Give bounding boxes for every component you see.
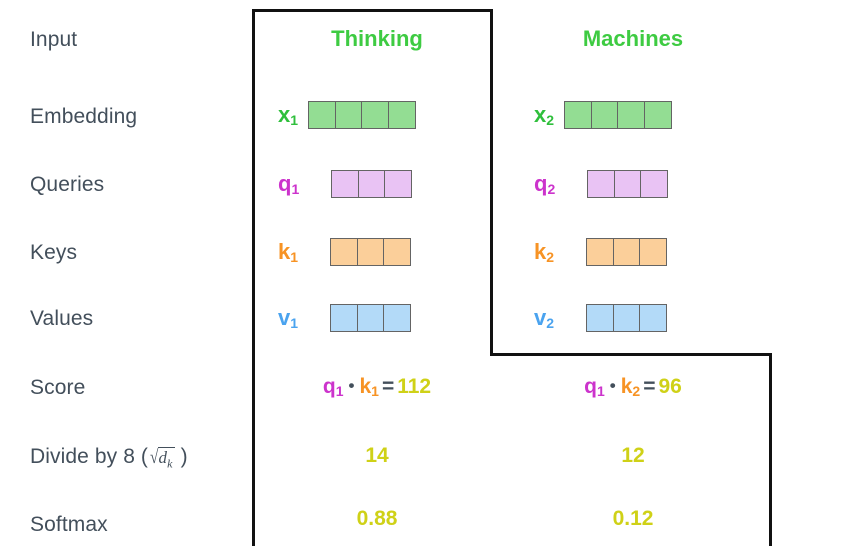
row-label-score: Score [30,376,86,399]
vector-label-q1: q1 [278,171,300,197]
softmax-value-column2: 0.12 [612,507,654,530]
vector-cell [639,304,668,332]
score-right-operand: k2 [620,375,641,399]
vector-cell [330,238,359,266]
row-label-input: Input [30,28,78,51]
value-cells-v2 [586,304,668,332]
divide-label-suffix: ) [180,445,188,468]
divided-value-column1: 14 [365,444,389,467]
divide-label-prefix: Divide by 8 ( [30,445,149,468]
embedding-cells-x1 [308,101,416,129]
vector-cell [612,304,641,332]
score-result-value: 112 [397,375,432,398]
radicand-subscript: k [167,456,173,471]
embedding-vector-x1: x1 [278,100,416,130]
vector-cell [586,304,615,332]
vector-cell [586,238,615,266]
score-left-operand: q1 [322,375,344,399]
vector-cell [384,170,413,198]
row-label-queries: Queries [30,173,105,196]
vector-cell [383,238,412,266]
score-right-operand: k1 [359,375,379,399]
vector-cell [356,304,385,332]
frame-middle-step-border [490,353,772,356]
column-heading-thinking: Thinking [331,26,423,51]
sqrt-dk-expression: √dk [148,447,175,469]
radicand-base: d [158,448,168,467]
vector-cell [564,101,593,129]
dot-product-operator-icon: • [348,376,355,395]
vector-cell [640,170,669,198]
vector-label-k2: k2 [534,239,555,265]
vector-label-k1: k1 [278,239,299,265]
value-vector-v1: v1 [278,303,412,333]
vector-cell [617,101,646,129]
vector-cell [587,170,616,198]
softmax-value-column1: 0.88 [356,507,398,530]
row-label-keys: Keys [30,241,78,264]
vector-label-v1: v1 [278,305,299,331]
vector-cell [613,170,642,198]
score-expression-column2: q1•k2=96 [548,375,718,399]
sqrt-symbol-icon: √ [150,447,159,468]
embedding-cells-x2 [564,101,672,129]
frame-upper-right-border [490,9,493,356]
score-left-operand: q1 [584,375,605,399]
vector-cell [357,170,386,198]
vector-cell [612,238,641,266]
vector-cell [643,101,672,129]
value-vector-v2: v2 [534,303,668,333]
vector-label-q2: q2 [534,171,556,197]
column-heading-machines: Machines [582,26,684,51]
vector-cell [361,101,390,129]
equals-sign: = [381,375,395,398]
row-label-values: Values [30,307,94,330]
equals-sign: = [643,375,656,398]
key-cells-k1 [330,238,412,266]
row-label-divide-by-8: Divide by 8 (√dk) [30,446,188,469]
dot-product-operator-icon: • [609,376,616,395]
sqrt-radicand: dk [157,447,175,471]
frame-left-border [252,9,255,546]
value-cells-v1 [330,304,412,332]
vector-label-x1: x1 [278,102,299,128]
vector-cell [308,101,337,129]
query-cells-q1 [331,170,413,198]
query-cells-q2 [587,170,669,198]
vector-cell [590,101,619,129]
vector-cell [387,101,416,129]
frame-top-border [252,9,493,12]
query-vector-q2: q2 [534,169,669,199]
key-cells-k2 [586,238,668,266]
vector-cell [639,238,668,266]
key-vector-k2: k2 [534,237,668,267]
vector-label-x2: x2 [534,102,555,128]
row-label-softmax: Softmax [30,513,108,536]
vector-cell [383,304,412,332]
score-expression-column1: q1•k1=112 [292,375,462,399]
embedding-vector-x2: x2 [534,100,672,130]
score-result-value: 96 [658,375,682,398]
key-vector-k1: k1 [278,237,412,267]
query-vector-q1: q1 [278,169,413,199]
divided-value-column2: 12 [621,444,645,467]
vector-cell [356,238,385,266]
vector-label-v2: v2 [534,305,555,331]
row-label-embedding: Embedding [30,105,138,128]
vector-cell [330,304,359,332]
vector-cell [331,170,360,198]
frame-lower-right-border [769,353,772,546]
vector-cell [334,101,363,129]
